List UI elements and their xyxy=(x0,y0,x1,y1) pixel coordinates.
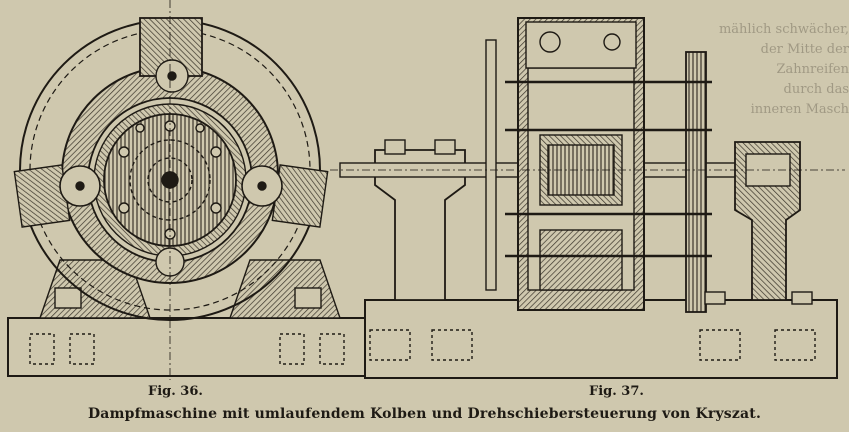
bleed-text-1: mählich schwächer, xyxy=(718,22,849,37)
figure-36-drawing xyxy=(7,0,369,380)
figure-37-label: Fig. 37. xyxy=(589,384,644,399)
figure-37-drawing xyxy=(330,17,845,379)
figure-36-label: Fig. 36. xyxy=(148,384,203,399)
bleed-text-4: durch das xyxy=(783,82,849,97)
figure-caption: Dampfmaschine mit umlaufendem Kolben und… xyxy=(87,406,762,422)
bleed-text-3: Zahnreifen xyxy=(776,62,849,77)
bleed-text-5: inneren Masch xyxy=(750,102,849,117)
bleed-text-2: der Mitte der xyxy=(760,42,849,57)
